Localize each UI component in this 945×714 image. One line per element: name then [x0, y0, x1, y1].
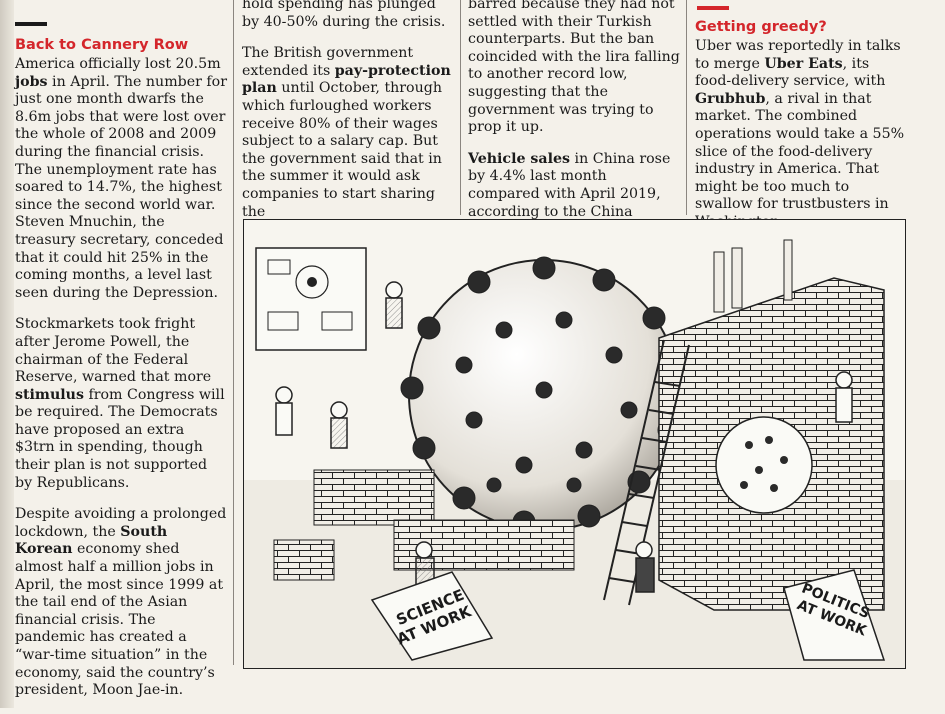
text-run: Uber was reportedly in talks to merge [695, 38, 901, 72]
text-run: , a rival in that market. The combined o… [695, 90, 905, 230]
text-run: economy shed almost half a million jobs … [15, 541, 224, 699]
presentation-board [255, 247, 367, 351]
text-run: until October, through which furloughed … [242, 80, 442, 220]
bold-term: pay-protection plan [242, 62, 451, 97]
text-run: Stockmarkets took fright after Jerome Po… [15, 316, 212, 386]
cartoon-drawing: SCIENCE AT WORK POLITICS AT WORK [244, 239, 905, 668]
bold-term: Vehicle sales [468, 150, 571, 167]
paragraph: America officially lost 20.5m jobs in Ap… [15, 56, 227, 302]
brick-stack [273, 539, 335, 581]
paragraph: barred because they had not settled with… [468, 0, 682, 137]
column-1: Back to Cannery Row America officially l… [15, 36, 227, 714]
column-4: Getting greedy? Uber was reportedly in t… [695, 18, 905, 246]
sign-politics-at-work: POLITICS AT WORK [783, 569, 886, 661]
politics-wall [658, 239, 885, 611]
text-run: Despite avoiding a prolonged lockdown, t… [15, 506, 227, 540]
paragraph: Uber was reportedly in talks to merge Ub… [695, 38, 905, 232]
bold-term: stimulus [15, 386, 84, 403]
bold-term: Grubhub [695, 90, 766, 107]
text-run: America officially lost 20.5m [15, 56, 221, 72]
column-3: barred because they had not settled with… [468, 0, 682, 253]
text-run: barred because they had not settled with… [468, 0, 680, 136]
paragraph: Despite avoiding a prolonged lockdown, t… [15, 506, 227, 700]
headline-cannery-row: Back to Cannery Row [15, 37, 189, 53]
text-run: hold spending has plunged by 40-50% duri… [242, 0, 446, 30]
text-run: The British government extended its [242, 45, 414, 79]
paragraph: The British government extended its pay-… [242, 45, 454, 221]
text-run: from Congress will be required. The Demo… [15, 386, 225, 491]
page-gutter [0, 0, 14, 708]
brick-pile [313, 469, 435, 526]
cartoon-illustration: SCIENCE AT WORK POLITICS AT WORK [243, 219, 906, 669]
sign-science-at-work: SCIENCE AT WORK [370, 571, 494, 661]
text-run: , its food-delivery service, with [695, 55, 886, 90]
paragraph: Stockmarkets took fright after Jerome Po… [15, 316, 227, 492]
paragraph: hold spending has plunged by 40-50% duri… [242, 0, 454, 31]
headline-getting-greedy: Getting greedy? [695, 19, 827, 35]
column-divider [460, 0, 461, 215]
bold-term: South Korean [15, 523, 168, 558]
bold-term: Uber Eats [764, 55, 843, 72]
section-rule-red [697, 6, 729, 10]
column-2: hold spending has plunged by 40-50% duri… [242, 0, 454, 235]
column-divider [233, 0, 234, 665]
bold-term: jobs [15, 73, 48, 90]
worker-figures [275, 281, 853, 593]
section-rule [15, 22, 47, 26]
column-divider [686, 0, 687, 215]
text-run: in April. The number for just one month … [15, 73, 227, 301]
